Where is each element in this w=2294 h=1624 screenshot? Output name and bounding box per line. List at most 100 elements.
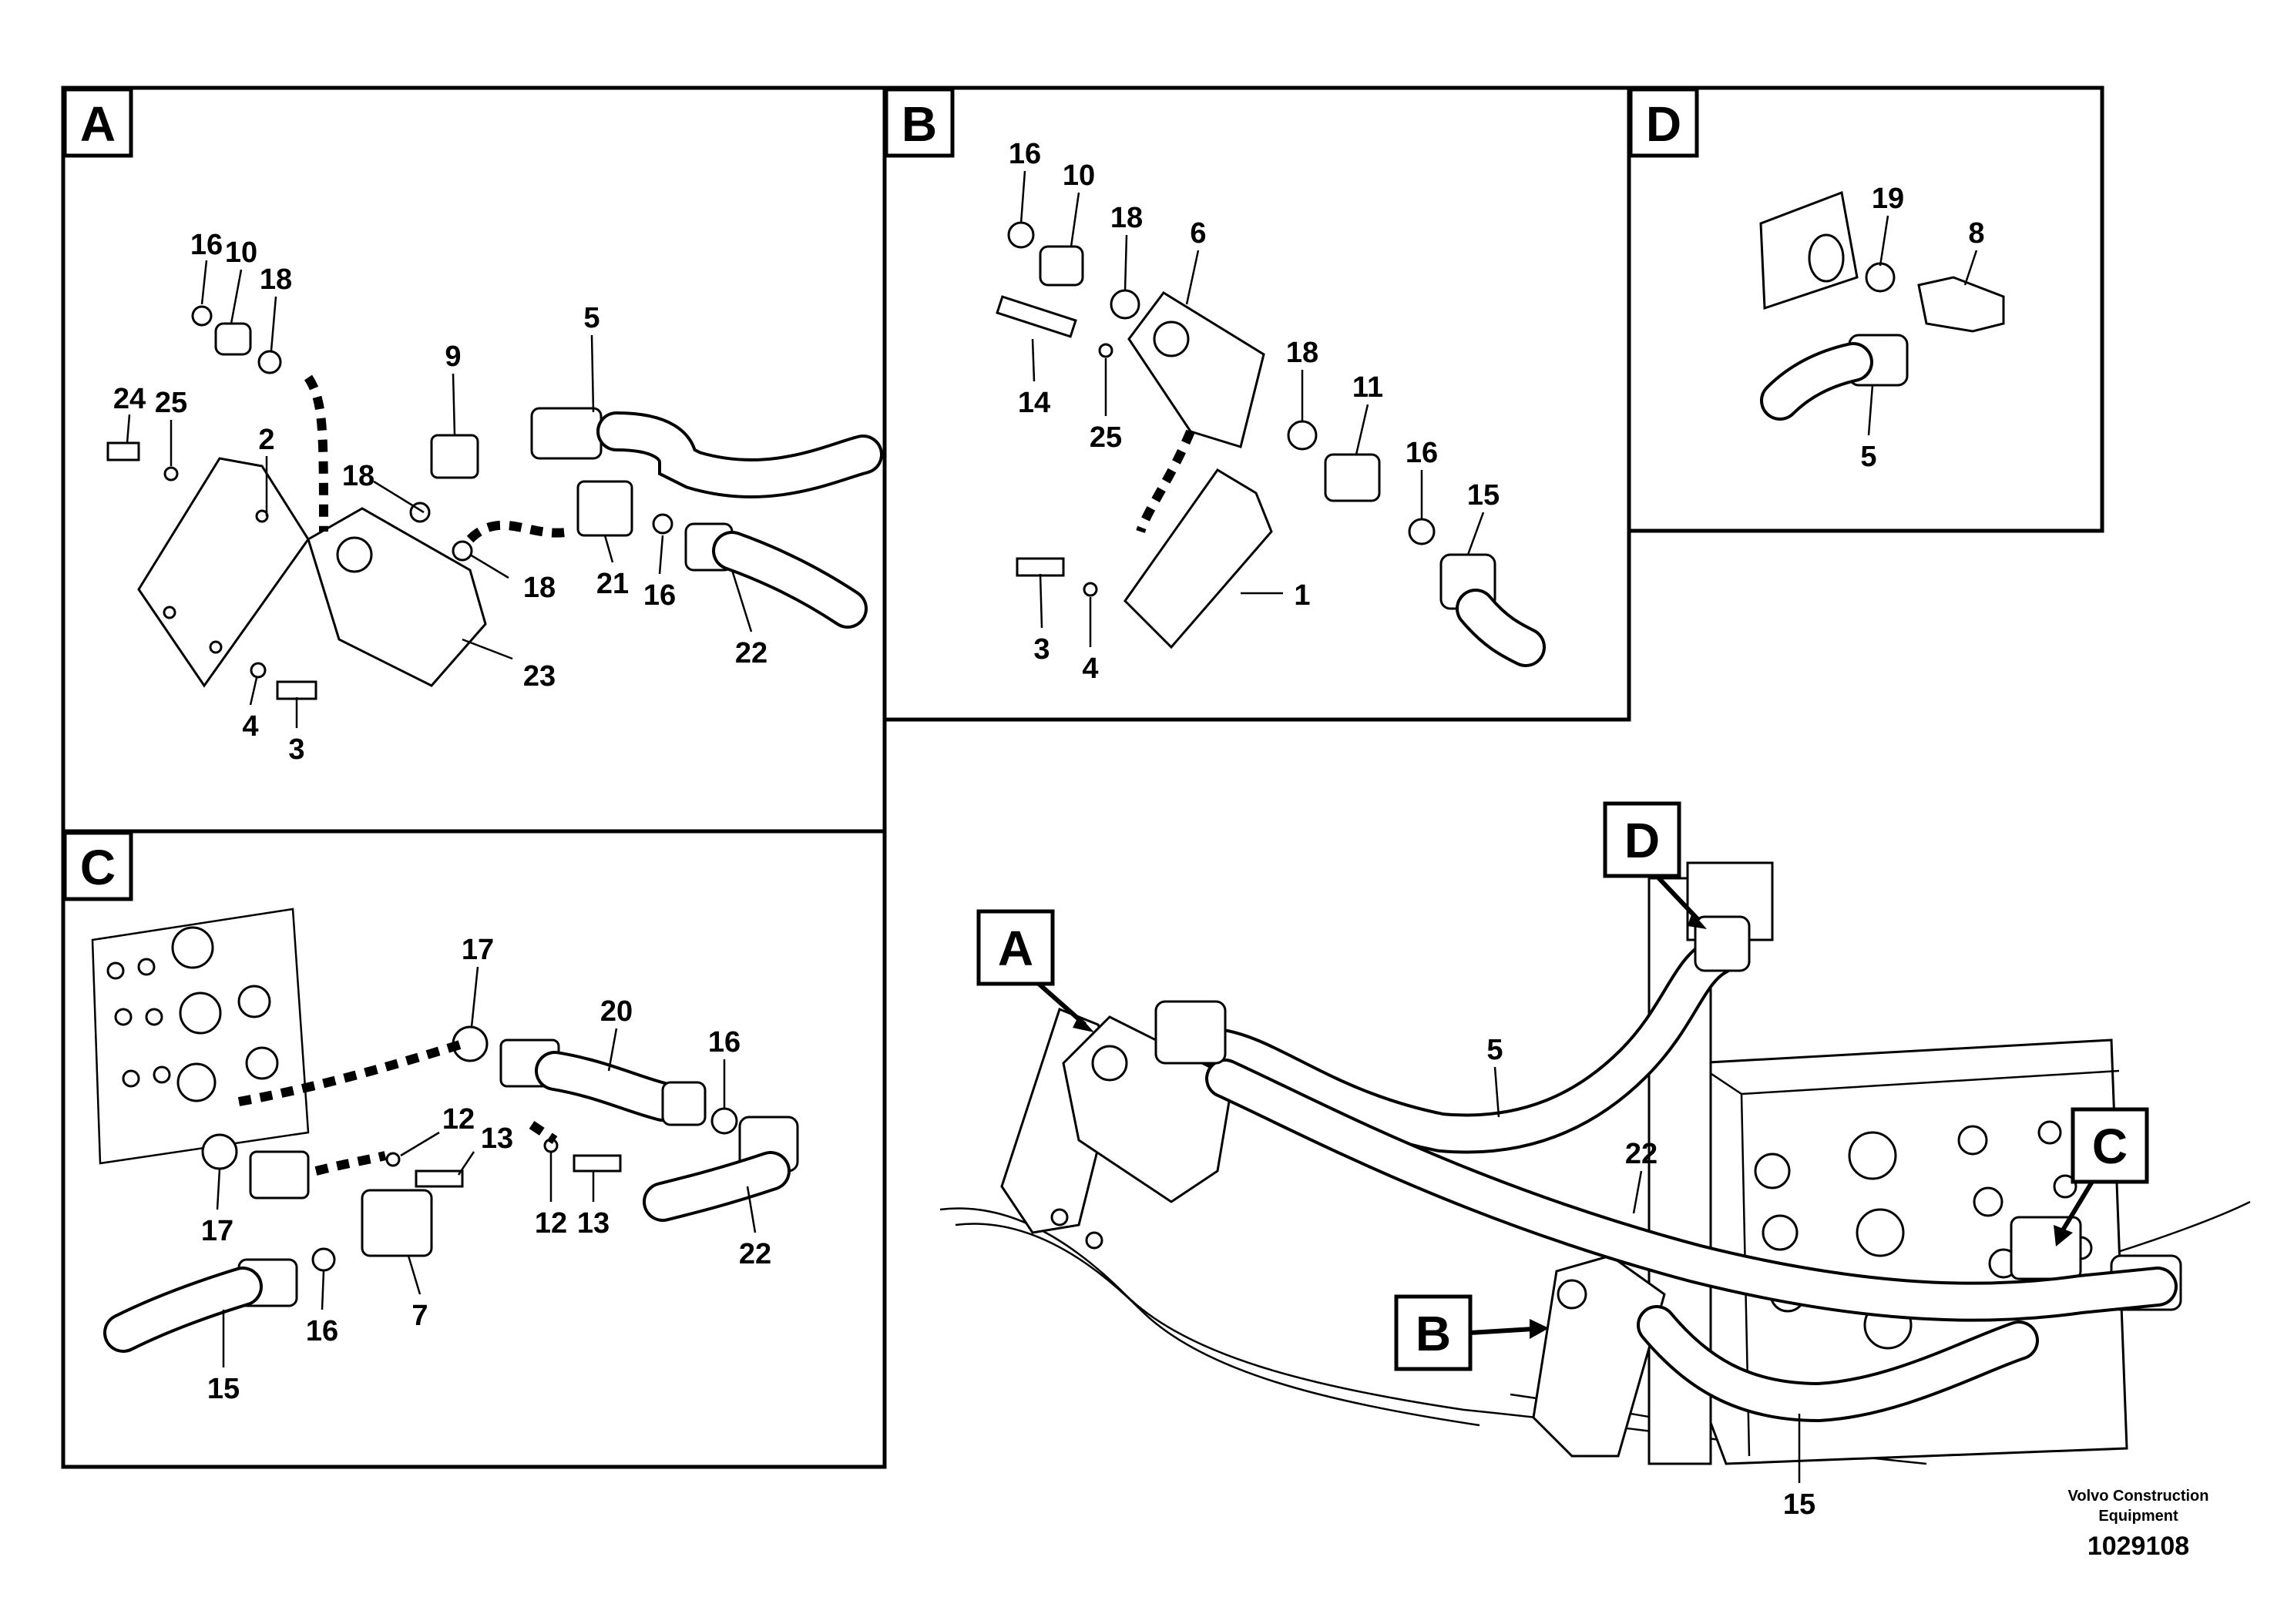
hose-fitting bbox=[1154, 1000, 1227, 1065]
valve-block bbox=[1127, 291, 1265, 448]
callout-3: 3 bbox=[1033, 633, 1050, 666]
callout-15: 15 bbox=[1467, 479, 1500, 512]
callout-23: 23 bbox=[523, 660, 556, 693]
connection-dash bbox=[529, 1121, 558, 1144]
panel-c: C bbox=[61, 829, 887, 1469]
o-ring bbox=[311, 1247, 336, 1272]
brand-line-2: Equipment bbox=[2098, 1508, 2178, 1525]
panel-c-tag bbox=[62, 830, 133, 901]
flag-b-label: B bbox=[1416, 1306, 1451, 1361]
panel-d-frame bbox=[1627, 86, 2104, 533]
hose-nut bbox=[661, 1081, 707, 1126]
hose-fitting bbox=[1694, 915, 1751, 972]
callout-14: 14 bbox=[1018, 387, 1050, 419]
panel-b-label: B bbox=[902, 96, 937, 152]
screw bbox=[573, 1154, 622, 1173]
drawing-number: 1029108 bbox=[2087, 1532, 2189, 1561]
callout-18: 18 bbox=[1286, 337, 1318, 369]
panel-c-label: C bbox=[80, 840, 116, 895]
callout-10: 10 bbox=[225, 237, 257, 269]
screw bbox=[1016, 557, 1065, 577]
flange-c bbox=[2010, 1216, 2082, 1280]
callout-5: 5 bbox=[1860, 441, 1876, 473]
callout-17: 17 bbox=[462, 934, 494, 966]
connector-fitting bbox=[1324, 453, 1381, 502]
callout-16: 16 bbox=[643, 579, 676, 612]
elbow-fitting bbox=[576, 480, 633, 537]
callout-22: 22 bbox=[739, 1238, 771, 1270]
o-ring bbox=[257, 350, 282, 374]
o-ring bbox=[1007, 221, 1035, 249]
callout-15: 15 bbox=[207, 1373, 240, 1405]
o-ring bbox=[1865, 262, 1896, 293]
o-ring bbox=[201, 1133, 238, 1170]
o-ring bbox=[452, 540, 473, 562]
callout-13: 13 bbox=[577, 1207, 610, 1240]
flag-d bbox=[1603, 801, 1681, 878]
elbow-fitting bbox=[430, 434, 479, 479]
callout-18: 18 bbox=[523, 572, 556, 604]
footer: Volvo Construction Equipment 1029108 bbox=[2068, 1488, 2209, 1561]
o-ring bbox=[1110, 289, 1140, 320]
hose-fitting bbox=[530, 407, 603, 460]
adapter-fitting bbox=[361, 1189, 433, 1257]
panel-a-label: A bbox=[80, 96, 116, 152]
panel-b: B 16 10 18 6 14 25 18 11 16 1 bbox=[882, 86, 1631, 722]
callout-12: 12 bbox=[442, 1103, 475, 1136]
callout-2: 2 bbox=[258, 424, 274, 456]
screw bbox=[106, 441, 140, 461]
callout-18: 18 bbox=[260, 263, 292, 296]
callout-1: 1 bbox=[1294, 579, 1310, 612]
callout-13: 13 bbox=[481, 1122, 513, 1155]
panel-d-tag bbox=[1628, 87, 1699, 158]
o-ring bbox=[191, 305, 213, 327]
overview-assembly: A B C D 5 22 15 bbox=[939, 801, 2251, 1521]
o-ring bbox=[710, 1107, 738, 1135]
panel-d-label: D bbox=[1646, 96, 1681, 152]
callout-19: 19 bbox=[1872, 183, 1904, 215]
bolt bbox=[996, 295, 1077, 338]
flag-d-label: D bbox=[1624, 813, 1660, 868]
split-flange bbox=[249, 1150, 310, 1200]
washer bbox=[163, 466, 179, 481]
callout-16: 16 bbox=[1406, 437, 1438, 469]
washer bbox=[1098, 343, 1113, 358]
flag-c bbox=[2071, 1107, 2149, 1184]
callout-18: 18 bbox=[1110, 202, 1143, 234]
callout-22: 22 bbox=[735, 637, 767, 669]
control-valve-body bbox=[91, 908, 310, 1165]
screw bbox=[415, 1169, 464, 1188]
callout-11: 11 bbox=[1352, 371, 1383, 404]
callout-16: 16 bbox=[708, 1026, 741, 1059]
callout-16: 16 bbox=[306, 1315, 338, 1347]
panel-a-tag bbox=[62, 87, 133, 158]
o-ring bbox=[1287, 420, 1318, 451]
overview-callout-15: 15 bbox=[1783, 1488, 1815, 1521]
flange-plate bbox=[137, 457, 310, 688]
callout-17: 17 bbox=[201, 1215, 233, 1247]
o-ring bbox=[652, 513, 673, 535]
valve-block bbox=[307, 507, 487, 687]
callout-16: 16 bbox=[190, 229, 223, 261]
connector-fitting bbox=[1039, 245, 1084, 287]
overview-callout-5: 5 bbox=[1486, 1034, 1503, 1066]
callout-10: 10 bbox=[1063, 159, 1095, 192]
flange-plate bbox=[1123, 468, 1273, 649]
valve-block-b bbox=[1532, 1254, 1666, 1458]
callout-4: 4 bbox=[242, 710, 258, 743]
connection-dash bbox=[466, 520, 572, 543]
washer bbox=[1083, 582, 1098, 597]
panel-d: D 19 8 5 bbox=[1627, 86, 2104, 533]
connection-dash bbox=[1136, 429, 1195, 534]
callout-4: 4 bbox=[1082, 653, 1098, 685]
flag-c-label: C bbox=[2092, 1119, 2128, 1174]
elbow-fitting bbox=[1917, 276, 2005, 333]
washer bbox=[385, 1152, 401, 1167]
connection-dash bbox=[304, 374, 328, 532]
brand-line-1: Volvo Construction bbox=[2068, 1488, 2209, 1505]
panel-b-tag bbox=[884, 87, 955, 158]
callout-18: 18 bbox=[342, 460, 374, 492]
overview-callout-22: 22 bbox=[1625, 1138, 1658, 1170]
